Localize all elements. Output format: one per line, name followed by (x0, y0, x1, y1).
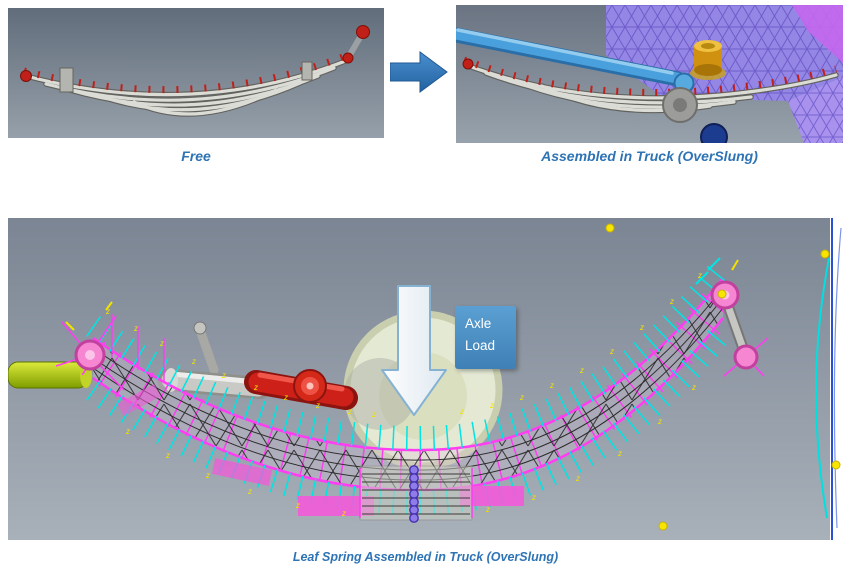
svg-text:z: z (549, 381, 554, 390)
shackle-pin-upper (356, 25, 370, 39)
svg-text:z: z (105, 307, 110, 316)
pivot-ball (700, 123, 728, 143)
measurement-dots (605, 223, 841, 531)
svg-text:z: z (639, 323, 644, 332)
svg-text:z: z (531, 493, 536, 502)
free-leaf-spring-render (8, 8, 384, 138)
svg-text:z: z (459, 407, 464, 416)
figure-main-assembly: z z z z z z z z z z z z z z z z z z z z (7, 218, 843, 540)
svg-text:z: z (575, 474, 580, 483)
truss-cross-bracing (93, 278, 723, 491)
gap-spring-elements (409, 465, 419, 523)
leaf-spring-assembled (462, 56, 839, 114)
caption-assembled: Assembled in Truck (OverSlung) (541, 148, 758, 164)
caption-free: Free (181, 148, 211, 164)
spring-clip-marks (23, 51, 350, 94)
svg-text:z: z (347, 407, 352, 416)
axle-tube (244, 369, 358, 410)
anti-roll-bar (7, 361, 92, 389)
svg-text:z: z (371, 410, 376, 419)
figure-assembled-state (456, 5, 843, 143)
svg-text:z: z (519, 393, 524, 402)
cyan-constraint-ticks (86, 257, 733, 515)
svg-text:z: z (283, 393, 288, 402)
svg-text:z: z (253, 383, 258, 392)
svg-text:z: z (485, 505, 490, 514)
svg-text:z: z (657, 417, 662, 426)
svg-text:z: z (133, 324, 138, 333)
svg-text:z: z (315, 401, 320, 410)
right-block-arrow (389, 51, 448, 93)
model-boundary-edge (814, 218, 843, 540)
svg-text:z: z (165, 451, 170, 460)
svg-text:z: z (609, 347, 614, 356)
svg-text:z: z (669, 297, 674, 306)
axle-load-line2: Load (465, 338, 496, 354)
front-eye-bushing (55, 301, 165, 391)
center-clamp (59, 67, 74, 93)
shackle-pin-lower (342, 52, 354, 64)
drive-shaft (157, 321, 272, 399)
contact-pads (117, 383, 524, 516)
stabilizer-rod (456, 27, 695, 94)
svg-text:z: z (489, 401, 494, 410)
spring-mesh-band (81, 277, 739, 492)
svg-text:z: z (205, 471, 210, 480)
gold-bushing (690, 40, 726, 80)
svg-text:z: z (697, 271, 702, 280)
center-leaf-stack (359, 465, 473, 523)
z-axis-markers: z z z z z z z z z z z z z z z z z z z z (105, 271, 702, 518)
axle-load-callout: Axle Load (455, 306, 516, 369)
svg-text:z: z (691, 383, 696, 392)
spring-eye-front (20, 70, 32, 82)
axle-load-line1: Axle (465, 316, 492, 331)
svg-text:z: z (295, 501, 300, 510)
svg-text:z: z (221, 371, 226, 380)
svg-text:z: z (159, 339, 164, 348)
figure-free-state (8, 8, 384, 138)
caption-main: Leaf Spring Assembled in Truck (OverSlun… (292, 550, 559, 564)
svg-text:z: z (617, 449, 622, 458)
svg-text:z: z (191, 357, 196, 366)
svg-text:z: z (125, 427, 130, 436)
assembled-leaf-spring-render (456, 5, 843, 143)
shackle-link (20, 25, 370, 82)
down-load-arrow-icon (381, 285, 447, 416)
brake-drum-disc (662, 87, 698, 123)
svg-text:z: z (341, 509, 346, 518)
svg-text:z: z (247, 487, 252, 496)
shackle-lower-bushing (733, 344, 759, 370)
main-assembly-render: z z z z z z z z z z z z z z z z z z z z (7, 218, 843, 540)
rebound-clip (301, 61, 313, 81)
spring-eye-front (462, 58, 474, 70)
svg-text:z: z (579, 366, 584, 375)
transition-arrow-icon (389, 50, 450, 94)
